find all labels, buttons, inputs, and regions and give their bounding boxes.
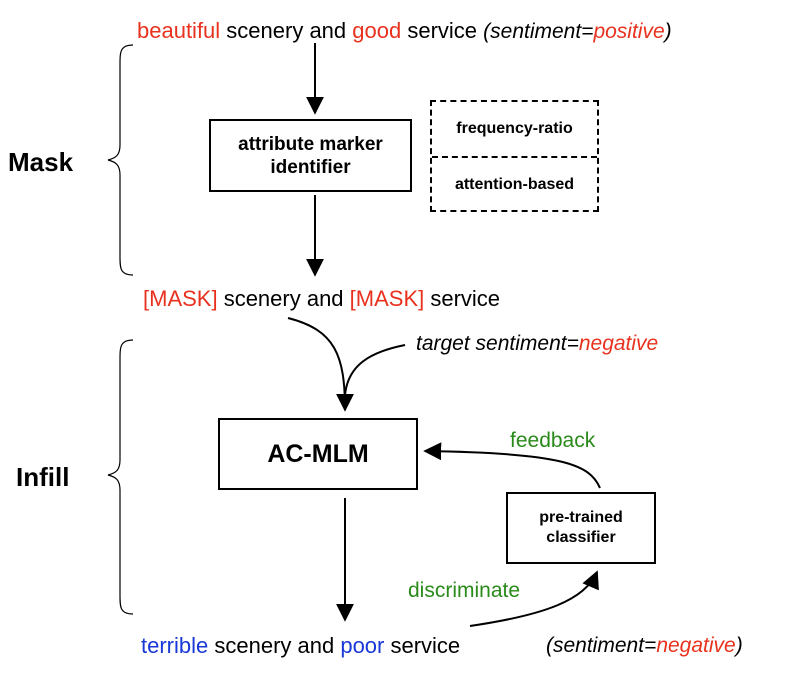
arrow-target-to-acmlm (344, 344, 406, 396)
ac-mlm-label: AC-MLM (267, 439, 369, 468)
frequency-ratio-method: frequency-ratio (456, 120, 573, 137)
infill-section-brace (107, 339, 134, 615)
generated-sentence: terrible scenery and poor service (141, 633, 460, 659)
identifier-methods-box: frequency-ratio attention-based (430, 100, 599, 212)
target-sentiment: target sentiment=negative (416, 332, 659, 355)
target-sentiment-value: negative (578, 332, 659, 355)
masked-text-2: service (424, 286, 501, 311)
generated-text-1: scenery and (208, 633, 341, 658)
arrow-masked-to-acmlm (287, 317, 354, 412)
infill-section-label: Infill (16, 462, 70, 492)
attention-based-method: attention-based (454, 176, 575, 193)
masked-text-1: scenery and (217, 286, 350, 311)
masked-sentence: [MASK] scenery and [MASK] service (143, 286, 500, 312)
attribute-marker-identifier-box: attribute marker identifier (209, 119, 412, 192)
pre-trained-classifier-box: pre-trained classifier (506, 492, 656, 564)
generated-attribute-word-1: terrible (141, 633, 209, 658)
mask-section-label: Mask (8, 147, 74, 177)
arrow-discriminate (469, 570, 599, 627)
source-text-1: scenery and (220, 18, 353, 43)
source-attribute-word-2: good (352, 18, 402, 43)
generated-text-2: service (384, 633, 461, 658)
generated-attribute-word-2: poor (340, 633, 385, 658)
source-sentiment-tag: (sentiment=positive) (483, 20, 672, 43)
discriminate-label: discriminate (408, 579, 521, 602)
mask-section-brace (107, 44, 134, 276)
feedback-label: feedback (510, 429, 596, 452)
arrow-feedback (423, 442, 601, 489)
ac-mlm-box: AC-MLM (218, 418, 418, 490)
source-text-2: service (401, 18, 484, 43)
attribute-marker-identifier-label: attribute marker identifier (238, 133, 383, 178)
methods-divider (432, 156, 597, 158)
generated-sentiment-tag: (sentiment=negative) (546, 634, 743, 657)
pre-trained-classifier-label: pre-trained classifier (539, 509, 623, 546)
mask-token-2: [MASK] (349, 286, 425, 311)
source-sentence: beautiful scenery and good service (sent… (137, 18, 672, 45)
mask-token-1: [MASK] (143, 286, 218, 311)
source-attribute-word-1: beautiful (137, 18, 221, 43)
